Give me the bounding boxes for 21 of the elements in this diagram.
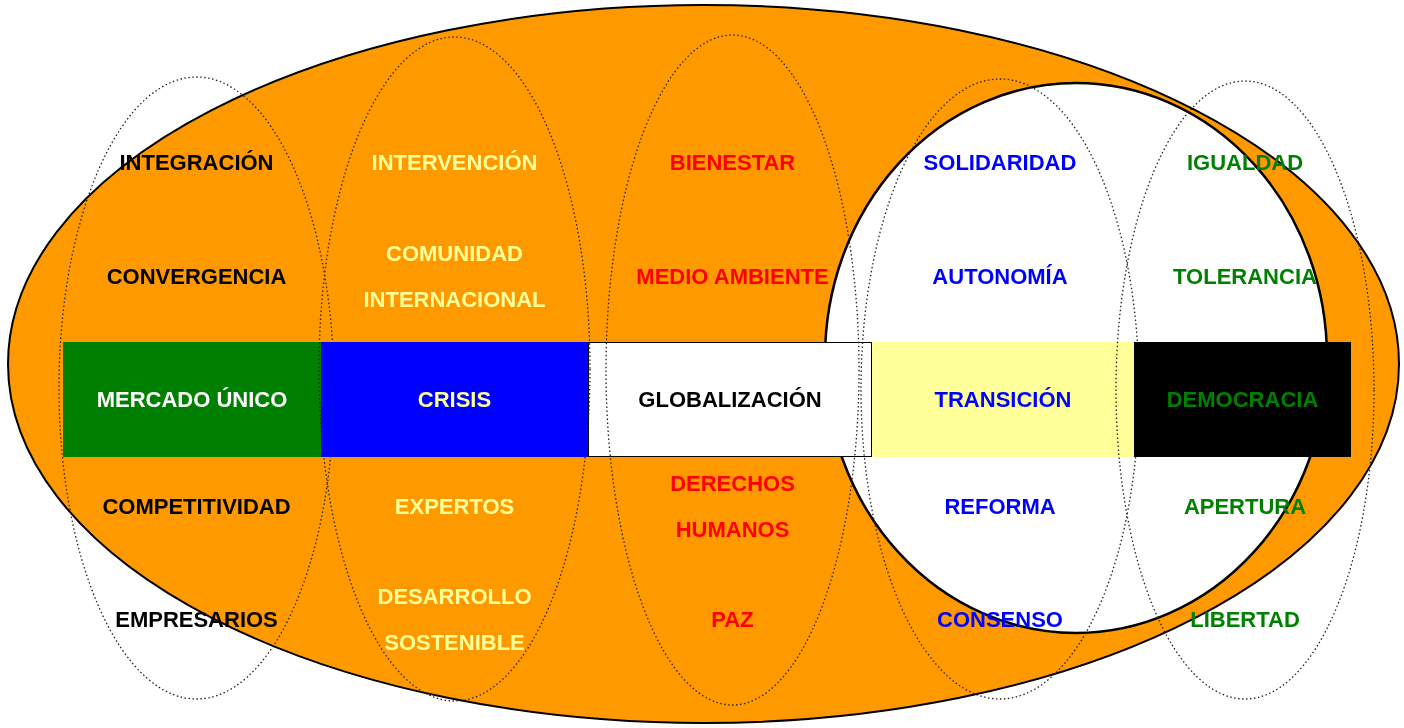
band-segment: DEMOCRACIA: [1134, 342, 1351, 457]
keyword-label: LIBERTAD: [1189, 607, 1301, 633]
keyword-label: BIENESTAR: [668, 150, 797, 176]
band-segment: TRANSICIÓN: [872, 342, 1134, 457]
keyword-label: COMUNIDAD INTERNACIONAL: [362, 240, 547, 314]
keyword-label: MEDIO AMBIENTE: [635, 264, 830, 290]
keyword-label: EXPERTOS: [393, 494, 516, 520]
keyword-label: DERECHOS HUMANOS: [669, 470, 796, 544]
keyword-label: AUTONOMÍA: [931, 264, 1069, 290]
keyword-label: SOLIDARIDAD: [922, 150, 1078, 176]
band-segment: CRISIS: [321, 342, 588, 457]
keyword-label: PAZ: [710, 607, 755, 633]
band-segment: GLOBALIZACIÓN: [588, 342, 872, 457]
keyword-label: REFORMA: [943, 494, 1057, 520]
keyword-label: DESARROLLO SOSTENIBLE: [376, 583, 533, 657]
keyword-label: INTERVENCIÓN: [370, 150, 539, 176]
band-segment: MERCADO ÚNICO: [63, 342, 321, 457]
keyword-label: COMPETITIVIDAD: [101, 494, 292, 520]
keyword-label: CONVERGENCIA: [105, 264, 288, 290]
keyword-label: TOLERANCIA: [1172, 264, 1318, 290]
keyword-label: CONSENSO: [936, 607, 1064, 633]
